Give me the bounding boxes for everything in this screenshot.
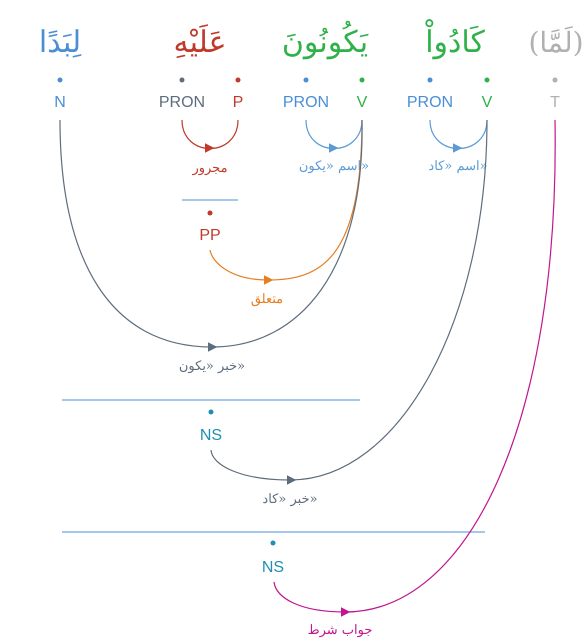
label-mutaallaq: متعلق bbox=[251, 292, 283, 307]
dot-p bbox=[235, 77, 241, 83]
label-khabar-yakun: خبر «يكون» bbox=[179, 359, 245, 374]
word-lamma: (لَمَّا) bbox=[528, 26, 583, 59]
label-jawab-shart: جواب شرط bbox=[308, 623, 373, 638]
label-majrur: مجرور bbox=[191, 161, 227, 176]
phrase-pp: PP bbox=[199, 227, 220, 244]
tag-p: P bbox=[233, 94, 244, 111]
dot-pron1 bbox=[179, 77, 185, 83]
tag-pron-yakunun: PRON bbox=[283, 94, 329, 111]
dot-v1 bbox=[359, 77, 365, 83]
tag-v-kadu: V bbox=[482, 94, 493, 111]
dot-ns1 bbox=[208, 409, 214, 415]
label-ism-yakun: اسم «يكون» bbox=[299, 159, 369, 174]
dot-pron2 bbox=[303, 77, 309, 83]
tag-t: T bbox=[550, 94, 560, 111]
arc-jawab-shart bbox=[273, 119, 556, 613]
word-libadan: لِبَدًا bbox=[39, 25, 82, 60]
tag-pron-kadu: PRON bbox=[407, 94, 453, 111]
word-yakunun: يَكُونُونَ bbox=[282, 20, 369, 60]
arc-majrur bbox=[181, 119, 239, 150]
dot-pp bbox=[207, 210, 213, 216]
dot-n bbox=[57, 77, 63, 83]
word-alayhi: عَلَيْهِ bbox=[174, 23, 227, 60]
arc-ism-kad bbox=[429, 119, 488, 150]
label-ism-kad: اسم «كاد» bbox=[428, 159, 487, 174]
dot-ns2 bbox=[270, 540, 276, 546]
arc-khabar-kad bbox=[210, 119, 488, 481]
dot-pron3 bbox=[427, 77, 433, 83]
label-khabar-kad: خبر «كاد» bbox=[262, 492, 317, 507]
phrase-ns2: NS bbox=[262, 559, 284, 576]
arc-ism-yakun bbox=[305, 119, 363, 150]
dot-t bbox=[552, 77, 558, 83]
tag-pron-alayhi: PRON bbox=[159, 94, 205, 111]
dot-v2 bbox=[484, 77, 490, 83]
arc-mutaallaq bbox=[209, 119, 363, 281]
word-kadu: كَادُواْ bbox=[425, 18, 486, 60]
phrase-ns1: NS bbox=[200, 427, 222, 444]
tag-n: N bbox=[54, 94, 66, 111]
tag-v-yakunun: V bbox=[357, 94, 368, 111]
